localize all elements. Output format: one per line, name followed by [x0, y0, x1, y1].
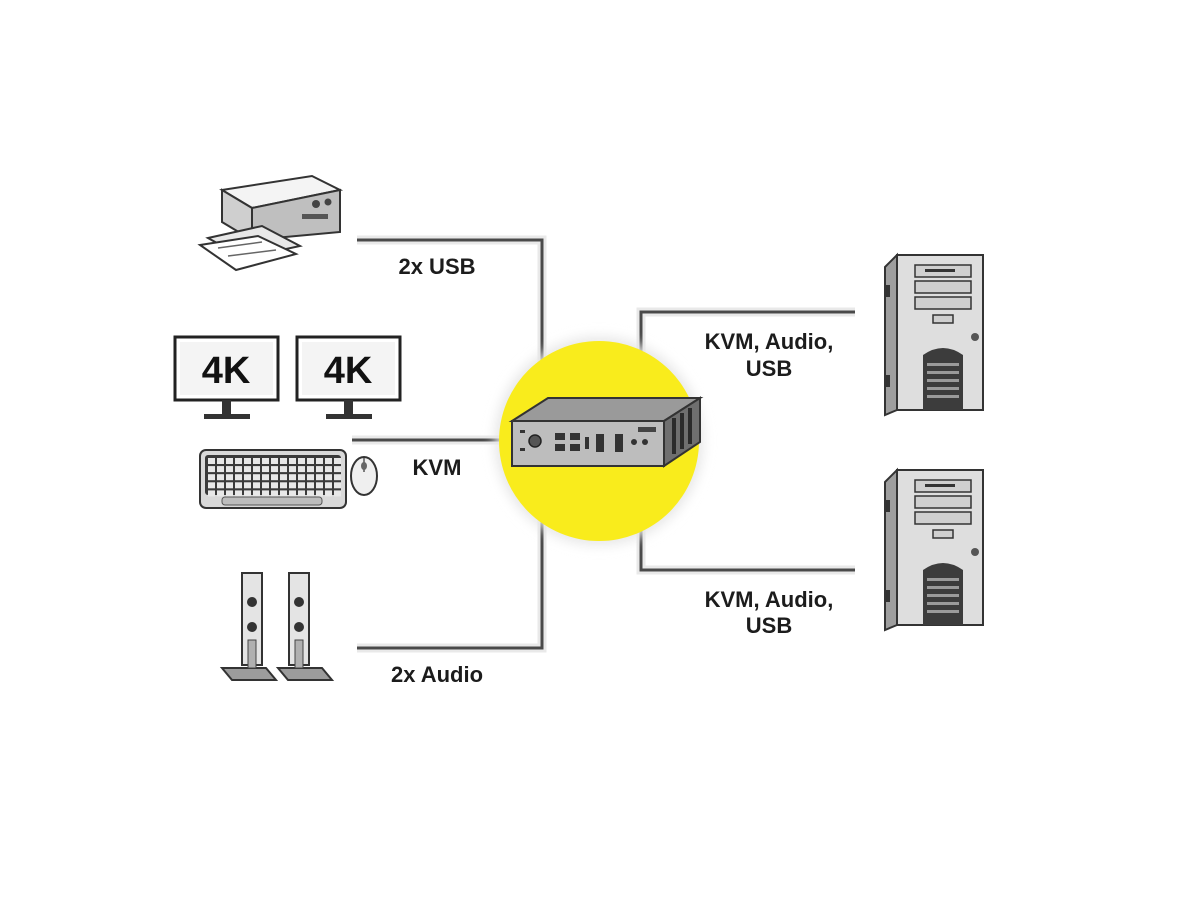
- label-kvm: KVM: [413, 455, 462, 480]
- keyboard-key: [235, 458, 242, 464]
- keyboard-key: [289, 482, 296, 489]
- keyboard-key: [271, 482, 278, 489]
- keyboard-key: [262, 490, 269, 497]
- pc-tower-icon: [884, 252, 984, 417]
- mouse-icon: [350, 456, 378, 496]
- keyboard-key: [289, 490, 296, 497]
- keyboard-key: [307, 458, 314, 464]
- keyboard-key: [334, 474, 341, 481]
- keyboard-key: [289, 474, 296, 481]
- keyboard-key: [208, 466, 215, 473]
- keyboard-key: [217, 490, 224, 497]
- label-pc1-line1: KVM, Audio,: [705, 329, 834, 354]
- connection-labels: 2x USB KVM 2x Audio KVM, Audio, USB KVM,…: [387, 251, 836, 691]
- monitor-screen-text: 4K: [324, 350, 373, 392]
- keyboard-key: [262, 466, 269, 473]
- keyboard-key: [253, 474, 260, 481]
- left-devices: 4K 4K: [173, 174, 402, 681]
- keyboard-key: [244, 490, 251, 497]
- keyboard-key: [325, 466, 332, 473]
- label-usb: 2x USB: [398, 254, 475, 279]
- keyboard-key: [208, 474, 215, 481]
- label-pc2-line1: KVM, Audio,: [705, 587, 834, 612]
- keyboard-key: [262, 482, 269, 489]
- keyboard-key: [217, 458, 224, 464]
- keyboard-key: [316, 466, 323, 473]
- keyboard-key: [226, 458, 233, 464]
- keyboard-key: [208, 490, 215, 497]
- keyboard-key: [316, 482, 323, 489]
- keyboard-key: [208, 458, 215, 464]
- keyboard-key: [253, 458, 260, 464]
- monitor-screen-text: 4K: [202, 350, 251, 392]
- keyboard-key: [307, 490, 314, 497]
- keyboard-key: [217, 466, 224, 473]
- keyboard-key: [316, 474, 323, 481]
- right-devices: [884, 252, 984, 632]
- keyboard-key: [244, 482, 251, 489]
- keyboard-key: [289, 458, 296, 464]
- keyboard-key: [280, 482, 287, 489]
- keyboard-key: [298, 474, 305, 481]
- keyboard-key: [244, 466, 251, 473]
- keyboard-key: [271, 458, 278, 464]
- keyboard-key: [226, 466, 233, 473]
- keyboard-key: [325, 474, 332, 481]
- pc-tower-icon: [884, 467, 984, 632]
- keyboard-key: [307, 482, 314, 489]
- label-audio: 2x Audio: [391, 662, 483, 687]
- kvm-hub: [495, 337, 704, 545]
- label-pc2-line2: USB: [746, 613, 792, 638]
- kvm-switch-icon: [508, 396, 704, 468]
- keyboard-key: [307, 474, 314, 481]
- monitor-icon: 4K: [173, 335, 280, 419]
- keyboard-key: [271, 474, 278, 481]
- keyboard-key: [280, 474, 287, 481]
- keyboard-key: [325, 490, 332, 497]
- keyboard-key: [280, 466, 287, 473]
- keyboard-icon: [199, 449, 347, 509]
- keyboard-key: [325, 482, 332, 489]
- keyboard-key: [217, 474, 224, 481]
- keyboard-key: [271, 490, 278, 497]
- keyboard-key: [271, 466, 278, 473]
- keyboard-key: [244, 458, 251, 464]
- keyboard-key: [262, 474, 269, 481]
- printer-icon: [197, 174, 344, 272]
- keyboard-key: [289, 466, 296, 473]
- monitor-icon: 4K: [295, 335, 402, 419]
- keyboard-key: [280, 490, 287, 497]
- keyboard-key: [298, 490, 305, 497]
- keyboard-key: [235, 490, 242, 497]
- keyboard-key: [325, 458, 332, 464]
- keyboard-key: [298, 482, 305, 489]
- speakers-icon: [219, 572, 335, 681]
- keyboard-key: [244, 474, 251, 481]
- label-pc1-line2: USB: [746, 356, 792, 381]
- keyboard-key: [253, 466, 260, 473]
- keyboard-key: [334, 466, 341, 473]
- keyboard-key: [226, 490, 233, 497]
- keyboard-key: [253, 490, 260, 497]
- keyboard-key: [298, 466, 305, 473]
- keyboard-key: [253, 482, 260, 489]
- keyboard-key: [298, 458, 305, 464]
- keyboard-key: [235, 482, 242, 489]
- keyboard-key: [334, 490, 341, 497]
- keyboard-key: [235, 474, 242, 481]
- keyboard-key: [316, 490, 323, 497]
- keyboard-key: [316, 458, 323, 464]
- keyboard-key: [235, 466, 242, 473]
- keyboard-key: [226, 474, 233, 481]
- keyboard-key: [217, 482, 224, 489]
- keyboard-key: [226, 482, 233, 489]
- keyboard-key: [208, 482, 215, 489]
- keyboard-key: [280, 458, 287, 464]
- keyboard-key: [334, 482, 341, 489]
- keyboard-key: [262, 458, 269, 464]
- keyboard-key: [307, 466, 314, 473]
- keyboard-key: [334, 458, 341, 464]
